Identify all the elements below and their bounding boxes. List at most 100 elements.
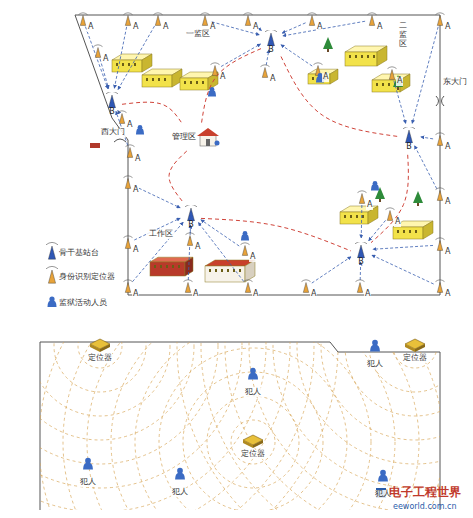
signal-arrow: [412, 27, 438, 124]
building: [112, 54, 152, 72]
person-icon: [83, 458, 93, 470]
signal-rings: [0, 108, 473, 518]
area-label: 工作区: [148, 230, 174, 239]
building: [308, 69, 338, 84]
locator-icon: [90, 339, 110, 352]
legend-text: 监狱活动人员: [59, 297, 107, 308]
tree: [323, 37, 333, 52]
building: [142, 69, 182, 87]
signal-arrow: [281, 45, 312, 66]
signal-arrow: [201, 220, 239, 246]
legend-icon: [46, 242, 58, 259]
positioner-letter: A: [444, 248, 451, 257]
signal-arrow: [134, 218, 180, 240]
legend-entry: 监狱活动人员: [59, 297, 107, 308]
mesh-link: [201, 218, 351, 251]
mesh-link: [122, 102, 182, 123]
node-label: B: [358, 258, 364, 267]
positioner-letter: A: [209, 23, 216, 32]
watermark: eeworld.com.cn: [392, 503, 458, 512]
locator-label: 定位器: [402, 354, 428, 363]
legend-icon: [46, 266, 58, 283]
mesh-link: [371, 155, 408, 243]
positioner-letter: A: [219, 73, 226, 82]
signal-arrow: [415, 146, 437, 189]
positioner-letter: A: [102, 55, 109, 64]
signal-arrow: [118, 26, 155, 90]
node-label: B: [268, 46, 274, 55]
legend-entry: 身份识别定位器: [59, 271, 115, 282]
base-station: B: [402, 127, 416, 152]
area-label: 西大门: [100, 128, 126, 137]
signal-arrow: [373, 245, 433, 249]
area-label: 二监区: [398, 22, 408, 48]
base-station: B: [264, 30, 278, 55]
positioner-letter: A: [134, 155, 141, 164]
person-icon: [371, 181, 379, 191]
zone-node: 管理区: [172, 126, 222, 148]
gate-symbol: [436, 96, 444, 106]
positioner-letter: A: [252, 23, 259, 32]
positioner-letter: A: [132, 246, 139, 255]
person-icon: [136, 125, 144, 135]
positioner-letter: A: [396, 77, 403, 86]
node-label: B: [406, 143, 412, 152]
building: [345, 46, 387, 66]
area-label: 东大门: [442, 78, 468, 87]
signal-arrow: [394, 81, 406, 124]
mesh-link: [169, 151, 187, 202]
positioner-letter: A: [310, 290, 317, 299]
node-label: B: [109, 108, 115, 117]
signal-arrow: [421, 137, 433, 139]
base-station-icon: [184, 205, 198, 221]
gate-symbol: [114, 139, 126, 142]
area-label: 一监区: [185, 30, 211, 39]
person-label: 犯人: [79, 478, 97, 487]
node-label: 管理区: [172, 133, 196, 142]
building: [150, 257, 193, 276]
floor-outline: [40, 342, 440, 510]
base-station-icon: [402, 127, 416, 143]
signal-arrow: [361, 205, 363, 238]
positioner-letter: A: [444, 198, 451, 207]
watermark: 电子工程世界: [388, 486, 462, 499]
house-icon: [196, 126, 222, 148]
person-icon: [208, 87, 216, 97]
node-label: B: [188, 221, 194, 230]
base-station: B: [184, 205, 198, 230]
positioner-letter: A: [364, 290, 371, 299]
signal-arrow: [114, 27, 126, 88]
base-station-icon: [264, 30, 278, 46]
signal-arrow: [212, 22, 260, 35]
signal-arrow: [198, 223, 243, 282]
positioner-letter: A: [132, 23, 139, 32]
positioner-letter: A: [394, 218, 401, 227]
signal-arrow: [372, 255, 434, 284]
positioner-letter: A: [194, 243, 201, 252]
signal-arrow: [133, 222, 184, 282]
mesh-link: [281, 57, 399, 137]
locator-label: 定位器: [87, 354, 113, 363]
locator-icon: [243, 435, 263, 448]
positioner-letter: A: [126, 121, 133, 130]
person-icon: [248, 368, 258, 380]
person-label: 犯人: [244, 388, 262, 397]
signal-arrow: [221, 44, 261, 67]
legend-text: 身份识别定位器: [59, 271, 115, 282]
locator-icon: [405, 339, 425, 352]
signal-arrow: [283, 21, 365, 36]
legend-text: 骨干基站台: [59, 247, 99, 258]
tree: [413, 191, 423, 206]
person-icon: [378, 470, 388, 482]
positioner-letter: A: [269, 75, 276, 84]
positioner-letter: A: [376, 23, 383, 32]
mesh-link: [202, 49, 261, 123]
positioner-letter: A: [322, 73, 329, 82]
person-icon: [175, 468, 185, 480]
locator-label: 定位器: [240, 450, 266, 459]
car-symbol: [90, 143, 100, 148]
legend-icon: [48, 296, 57, 307]
person-icon: [241, 231, 249, 241]
base-station-icon: [105, 92, 119, 108]
positioner-letter: A: [366, 201, 373, 210]
